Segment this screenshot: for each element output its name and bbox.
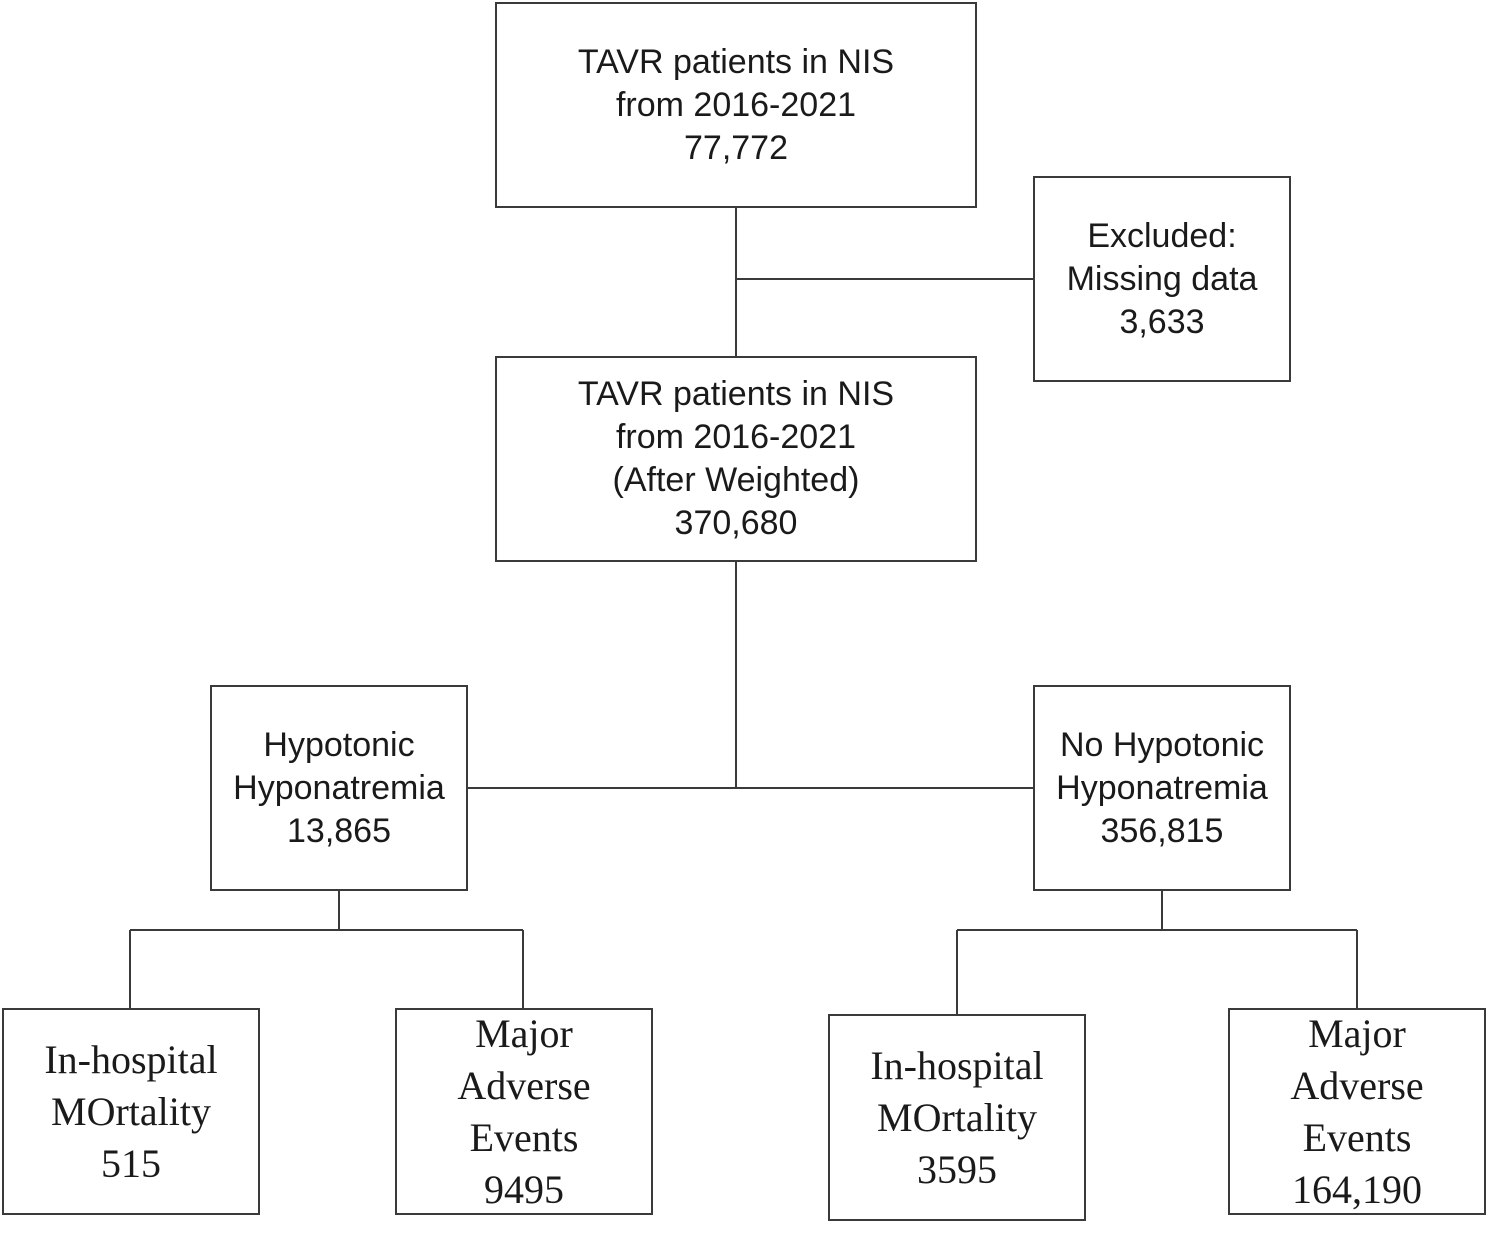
nohypo-mae-line3: Events [1302, 1114, 1412, 1160]
hypotonic-line2: Hyponatremia [233, 768, 445, 807]
initial-cohort-box: TAVR patients in NIS from 2016-2021 77,7… [495, 2, 977, 208]
initial-cohort-line2: from 2016-2021 [615, 85, 857, 124]
no-hypotonic-line1: No Hypotonic [1059, 725, 1265, 764]
hypotonic-box: Hypotonic Hyponatremia 13,865 [210, 685, 468, 891]
nohypo-mae-line1: Major [1308, 1010, 1406, 1056]
hypo-mortality-count: 515 [101, 1140, 161, 1186]
hypo-mae-box: Major Adverse Events 9495 [395, 1008, 653, 1215]
hypotonic-count: 13,865 [287, 811, 391, 850]
no-hypotonic-box: No Hypotonic Hyponatremia 356,815 [1033, 685, 1291, 891]
nohypo-mae-count: 164,190 [1292, 1166, 1422, 1212]
hypo-mortality-line1: In-hospital [44, 1036, 218, 1082]
nohypo-mae-box: Major Adverse Events 164,190 [1228, 1008, 1486, 1215]
hypo-mae-line1: Major [475, 1010, 573, 1056]
weighted-cohort-line2: from 2016-2021 [615, 418, 857, 456]
hypo-mortality-line2: MOrtality [51, 1088, 211, 1134]
hypo-mae-count: 9495 [484, 1166, 564, 1212]
excluded-box: Excluded: Missing data 3,633 [1033, 176, 1291, 382]
nohypo-mortality-line2: MOrtality [877, 1094, 1037, 1140]
excluded-count: 3,633 [1119, 302, 1205, 341]
initial-cohort-count: 77,772 [684, 128, 788, 167]
weighted-cohort-count: 370,680 [674, 504, 798, 542]
hypo-mae-line3: Events [469, 1114, 579, 1160]
nohypo-mae-line2: Adverse [1290, 1062, 1424, 1108]
nohypo-mortality-line1: In-hospital [870, 1042, 1044, 1088]
weighted-cohort-line1: TAVR patients in NIS [577, 375, 895, 413]
hypo-mae-line2: Adverse [457, 1062, 591, 1108]
no-hypotonic-line2: Hyponatremia [1056, 768, 1268, 807]
hypo-mortality-box: In-hospital MOrtality 515 [2, 1008, 260, 1215]
weighted-cohort-box: TAVR patients in NIS from 2016-2021 (Aft… [495, 356, 977, 562]
nohypo-mortality-box: In-hospital MOrtality 3595 [828, 1014, 1086, 1221]
weighted-cohort-line3: (After Weighted) [612, 461, 860, 499]
hypotonic-line1: Hypotonic [263, 725, 415, 764]
nohypo-mortality-count: 3595 [917, 1146, 997, 1192]
excluded-label: Excluded: [1087, 216, 1237, 255]
excluded-reason: Missing data [1066, 259, 1258, 298]
initial-cohort-line1: TAVR patients in NIS [577, 42, 895, 81]
no-hypotonic-count: 356,815 [1100, 811, 1224, 850]
